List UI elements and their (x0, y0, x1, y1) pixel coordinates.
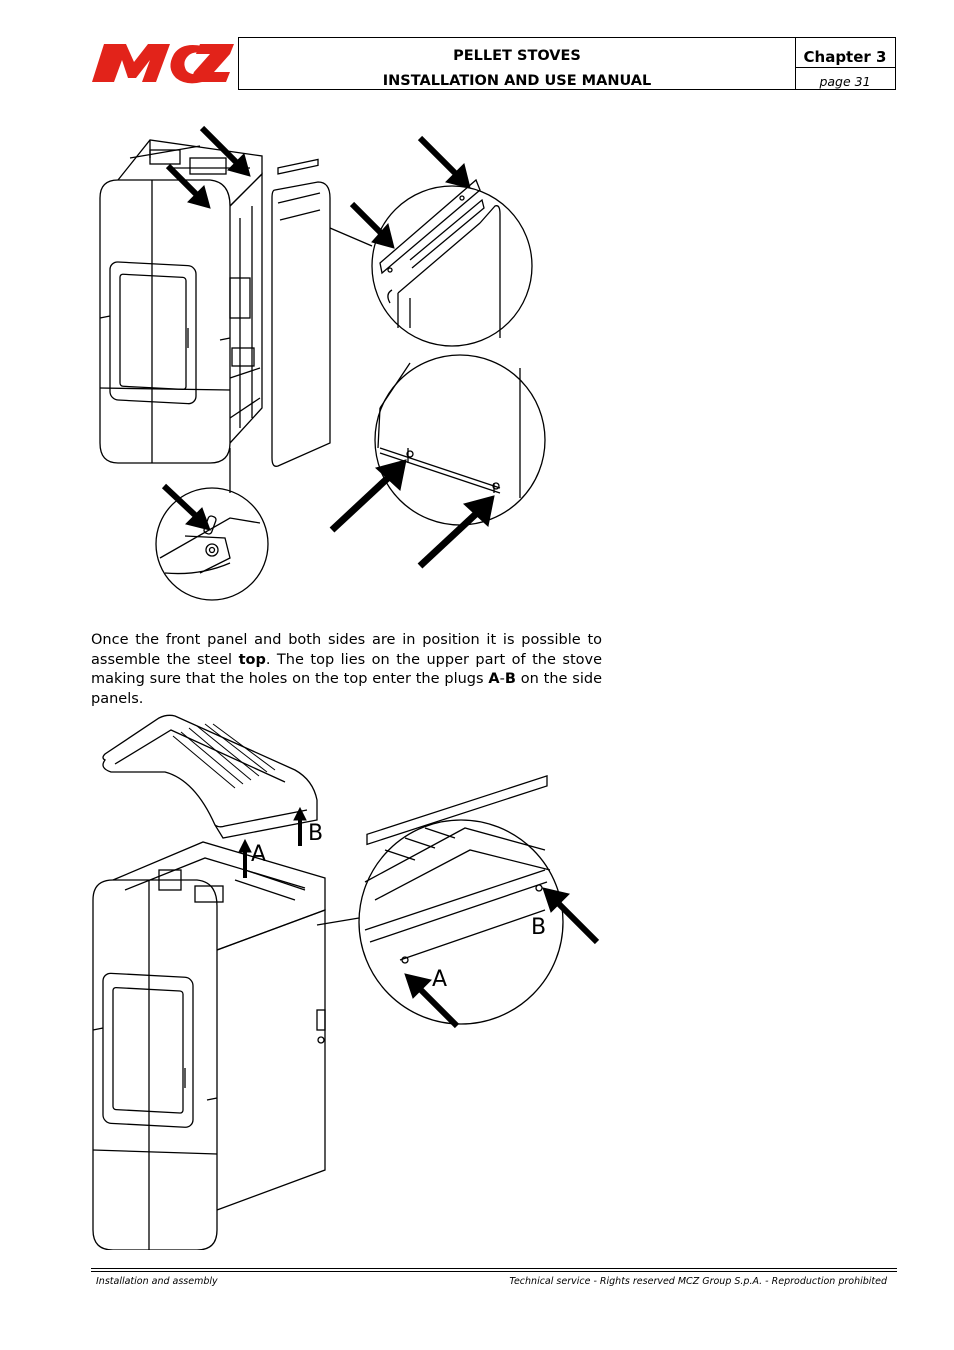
header-divider (795, 38, 796, 89)
footer-rule (91, 1268, 897, 1269)
instruction-paragraph: Once the front panel and both sides are … (91, 632, 603, 707)
label-a-detail: A (432, 967, 447, 992)
header-title-line2: INSTALLATION AND USE MANUAL (382, 73, 652, 89)
header-title-line1: PELLET STOVES (453, 48, 581, 64)
arrow-up-icon (238, 838, 252, 878)
arrow-icon (165, 163, 211, 209)
arrow-icon (199, 125, 251, 177)
header-chapter-divider (795, 67, 895, 68)
figure-top-assembly: B A B A (92, 714, 600, 1250)
label-a-top: A (251, 842, 266, 867)
detail-circle-bottom (155, 487, 269, 601)
label-b-detail: B (531, 915, 546, 940)
page-number: page 31 (819, 74, 871, 89)
arrow-icon (349, 201, 395, 249)
footer-copyright: Technical service - Rights reserved MCZ … (509, 1276, 887, 1287)
label-b-top: B (308, 821, 323, 846)
footer-section: Installation and assembly (96, 1276, 218, 1287)
arrow-up-icon (293, 806, 307, 846)
mcz-logo (92, 44, 234, 84)
steel-top (102, 714, 318, 839)
arrow-icon (417, 135, 471, 189)
stove-door (102, 972, 194, 1128)
side-panel (271, 181, 331, 467)
arrow-icon (404, 973, 460, 1029)
arrow-icon (329, 459, 407, 533)
stove-body (92, 879, 218, 1250)
figure-side-panel-assembly (99, 125, 546, 601)
footer-rule (91, 1271, 897, 1272)
arrow-icon (161, 483, 211, 531)
detail-circle-plugs (358, 819, 564, 1025)
chapter-label: Chapter 3 (803, 48, 887, 66)
arrow-icon (417, 495, 495, 569)
stove-door (109, 261, 197, 405)
header-box: PELLET STOVES INSTALLATION AND USE MANUA… (238, 37, 896, 90)
arrow-icon (542, 887, 600, 945)
detail-circle-top (371, 185, 533, 347)
